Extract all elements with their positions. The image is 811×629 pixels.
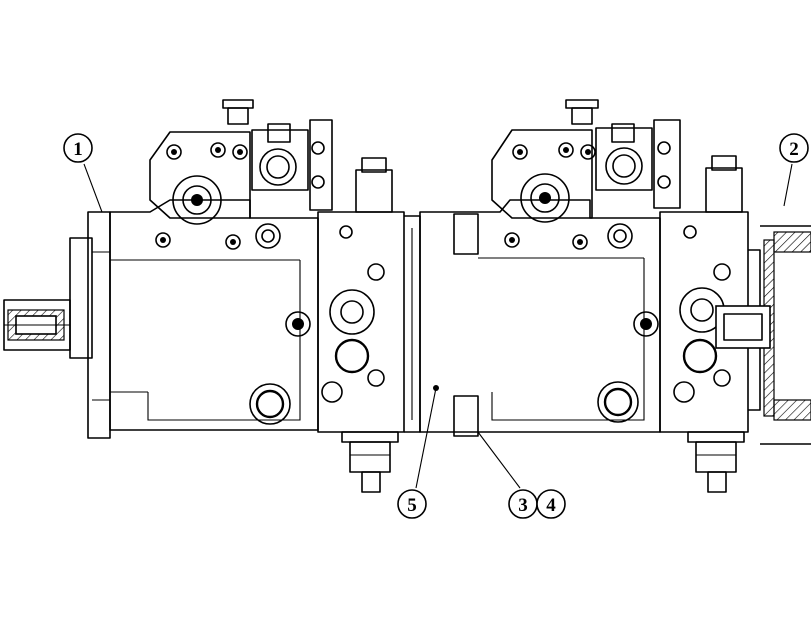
front-pump-end-cover (317, 157, 405, 493)
callout-4[interactable]: 4 (536, 489, 566, 519)
callout-5[interactable]: 5 (397, 489, 427, 519)
rear-coupling (715, 225, 811, 445)
input-shaft (3, 299, 71, 351)
callout-1-label: 1 (73, 139, 83, 160)
rear-pump-end-cover (659, 155, 749, 493)
callout-5-label: 5 (407, 495, 417, 516)
front-pump-body (69, 99, 333, 439)
leader-lines (83, 163, 793, 489)
callout-1[interactable]: 1 (63, 133, 93, 163)
pump-adapter (404, 213, 479, 437)
rear-pump-body (419, 99, 681, 433)
callout-2-label: 2 (789, 139, 799, 160)
callout-3-label: 3 (518, 495, 528, 516)
callout-3[interactable]: 3 (508, 489, 538, 519)
callout-4-label: 4 (546, 495, 556, 516)
callout-2[interactable]: 2 (779, 133, 809, 163)
